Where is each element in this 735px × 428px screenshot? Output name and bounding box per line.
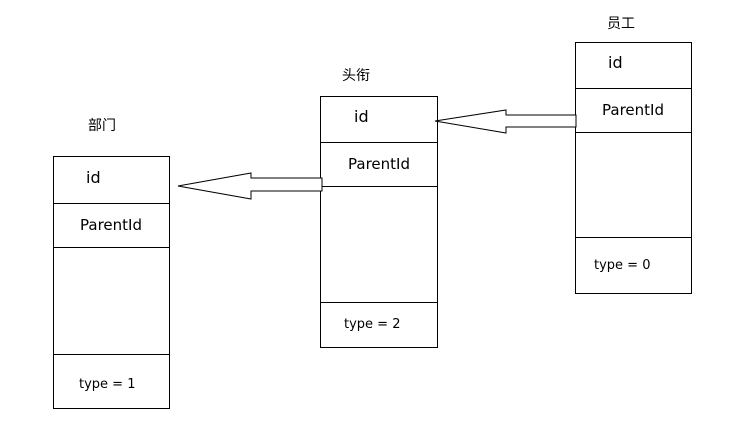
- dept-divider-3: [54, 354, 169, 355]
- title-table: id ParentId type = 2: [320, 96, 438, 348]
- arrow-emp-to-title: [434, 109, 577, 134]
- emp-divider-1: [576, 88, 691, 89]
- arrow-title-to-dept: [177, 172, 323, 200]
- dept-divider-2: [54, 247, 169, 248]
- title-divider-2: [321, 186, 437, 187]
- title-table-title: 头衔: [342, 68, 370, 84]
- title-divider-3: [321, 302, 437, 303]
- dept-parentid-field: ParentId: [80, 216, 142, 234]
- title-id-field: id: [354, 107, 369, 126]
- title-parentid-field: ParentId: [348, 155, 410, 173]
- emp-divider-2: [576, 132, 691, 133]
- emp-type-field: type = 0: [594, 258, 651, 273]
- emp-id-field: id: [608, 53, 623, 72]
- dept-id-field: id: [86, 168, 101, 187]
- emp-table-title: 员工: [607, 16, 635, 32]
- dept-type-field: type = 1: [79, 377, 136, 392]
- emp-divider-3: [576, 237, 691, 238]
- dept-divider-1: [54, 203, 169, 204]
- emp-parentid-field: ParentId: [602, 101, 664, 119]
- emp-table: id ParentId type = 0: [575, 42, 692, 294]
- title-divider-1: [321, 142, 437, 143]
- title-type-field: type = 2: [344, 317, 401, 332]
- dept-table-title: 部门: [88, 118, 116, 134]
- dept-table: id ParentId type = 1: [53, 156, 170, 409]
